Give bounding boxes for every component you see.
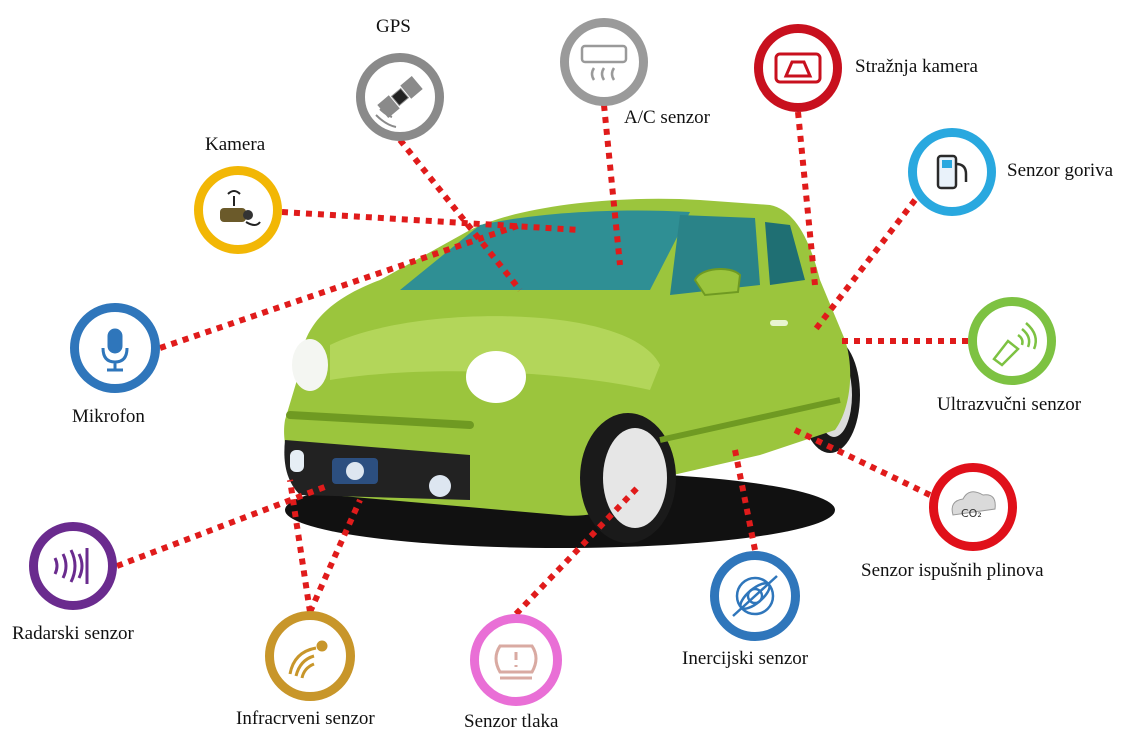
headlight-left	[292, 339, 328, 391]
connector-line	[159, 222, 521, 351]
connector-line	[732, 449, 758, 551]
ac-sensor-label: A/C senzor	[624, 107, 711, 128]
connector-lines	[115, 104, 968, 617]
pressure-sensor-label: Senzor tlaka	[464, 711, 559, 732]
rear-camera-label: Stražnja kamera	[855, 56, 978, 77]
radar-icon	[53, 548, 89, 584]
ac-icon	[580, 44, 628, 81]
ir-icon	[288, 640, 328, 679]
radar-sensor-badge	[29, 522, 117, 610]
headlight-right	[466, 351, 526, 403]
exhaust-sensor-badge: CO₂	[929, 463, 1017, 551]
exhaust-sensor-label: Senzor ispušnih plinova	[861, 560, 1044, 581]
inertial-sensor-label: Inercijski senzor	[682, 648, 809, 669]
camera-badge	[194, 166, 282, 254]
gps-label: GPS	[376, 16, 411, 37]
side-mirror	[693, 268, 742, 297]
infrared-sensor-badge	[265, 611, 355, 701]
connector-line	[307, 498, 363, 614]
infrared-sensor-label: Infracrveni senzor	[236, 708, 375, 729]
microphone-label: Mikrofon	[72, 406, 145, 427]
mic-icon	[101, 328, 129, 372]
connector-line	[115, 482, 332, 569]
connector-line	[287, 479, 313, 613]
rear-camera-badge	[754, 24, 842, 112]
connector-line	[601, 104, 623, 266]
ultrasonic-sensor-label: Ultrazvučni senzor	[937, 394, 1082, 415]
ac-sensor-badge	[560, 18, 648, 106]
tire-icon	[494, 644, 538, 680]
gps-badge	[356, 53, 444, 141]
svg-text:CO₂: CO₂	[961, 507, 982, 520]
radar-sensor-label: Radarski senzor	[12, 623, 134, 644]
satellite-icon	[375, 76, 423, 128]
ultrasonic-sensor-badge	[968, 297, 1056, 385]
co2-icon: CO₂	[951, 491, 996, 520]
fuel-icon	[936, 154, 968, 190]
connector-line	[795, 111, 818, 286]
inertial-sensor-badge	[710, 551, 800, 641]
microphone-badge	[70, 303, 160, 393]
camera-icon	[220, 190, 261, 226]
rearcam-icon	[774, 52, 822, 84]
fuel-sensor-badge	[908, 128, 996, 216]
rear-window	[765, 222, 805, 285]
fuel-sensor-label: Senzor goriva	[1007, 160, 1114, 181]
connector-line	[812, 198, 918, 332]
connector-line	[397, 138, 523, 292]
windshield	[400, 210, 690, 290]
connector-line	[281, 209, 581, 233]
pressure-sensor-badge	[470, 614, 562, 706]
camera-label: Kamera	[205, 134, 266, 155]
connector-line	[513, 482, 643, 617]
gyro-icon	[732, 575, 778, 617]
ultra-icon	[992, 322, 1037, 367]
connector-line	[793, 427, 932, 498]
